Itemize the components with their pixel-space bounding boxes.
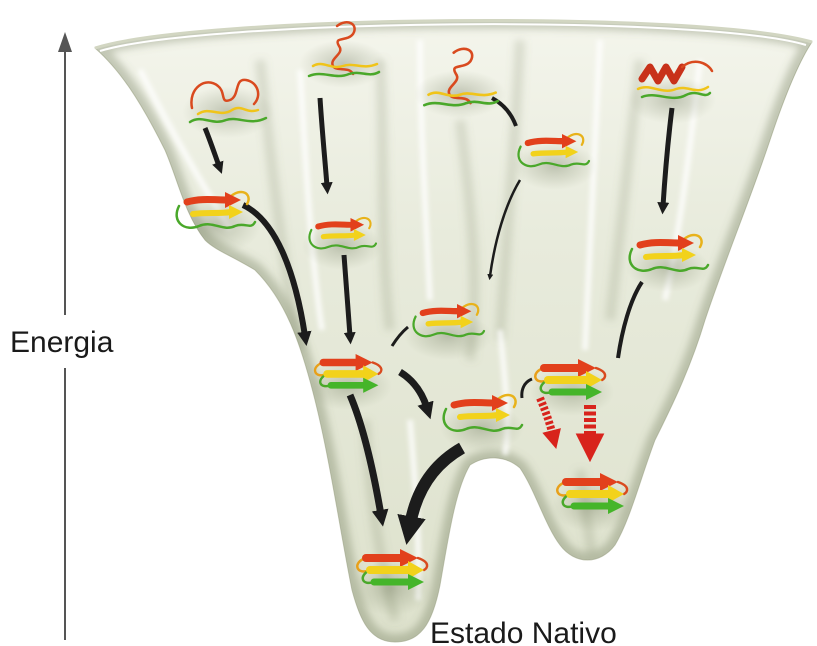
energy-axis-arrowhead [58,32,72,52]
energy-landscape-funnel [95,20,812,642]
funnel-shading [95,20,812,642]
energy-axis: Energia [10,32,114,640]
native-state-label: Estado Nativo [430,617,617,646]
energy-well [404,312,492,360]
energy-axis-label: Energia [10,326,114,359]
